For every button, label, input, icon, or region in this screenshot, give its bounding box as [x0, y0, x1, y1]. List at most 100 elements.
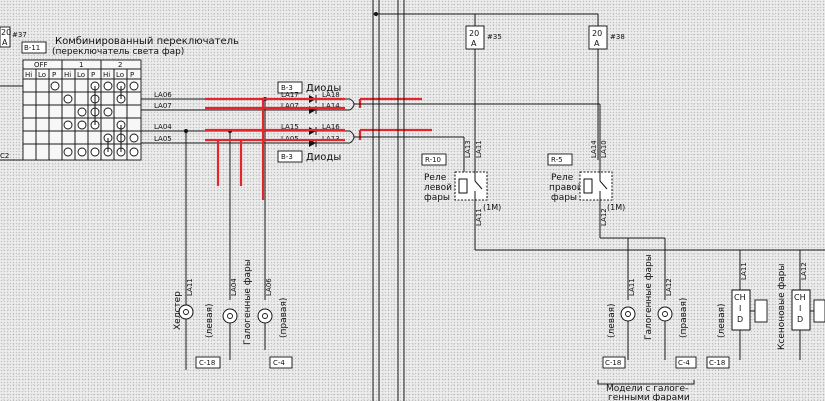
halogen-right-label: Галогенные фары: [644, 254, 654, 340]
lamp-left-3-connector: C-4: [273, 359, 285, 367]
bottom-note-2: генными фарами: [608, 393, 690, 401]
relay-left-connector-box: [421, 153, 447, 166]
relay-left-connector: R-10: [425, 156, 441, 164]
lamp-right-3-connector-box: [706, 356, 730, 369]
lamp-left-1: [178, 304, 194, 320]
relay-left-label-1: Реле: [424, 173, 447, 183]
lamp-left-3-label: (правая): [279, 298, 289, 338]
lamp-right-2-wire: LA12: [665, 278, 673, 296]
fuse-35-ref: #35: [487, 33, 502, 41]
lamp-left-2-wire: LA04: [230, 278, 238, 296]
left-fuse-ref: #37: [12, 31, 27, 39]
lamp-right-2: [657, 306, 673, 322]
switch-connector: B-11: [24, 44, 40, 52]
xenon-left-d: D: [737, 315, 743, 324]
switch-wire-la04: LA04: [154, 123, 172, 131]
fuse-38-rating-bottom: A: [594, 39, 600, 48]
diode-connector-bottom: B-3: [281, 153, 293, 161]
switch-side-label: C2: [0, 152, 9, 160]
switch-group-off: OFF: [34, 61, 48, 69]
lamp-left-2: [222, 308, 238, 324]
relay-left-symbol: [454, 171, 488, 201]
switch-connector-box: [21, 41, 47, 54]
bottom-note-1: Модели с галоге-: [606, 384, 688, 394]
relay-left-label-3: фары: [424, 193, 450, 203]
relay-left-wire-bottom: LA11: [475, 208, 483, 226]
switch-wire-la07: LA07: [154, 102, 172, 110]
diode-right-wire-1: LA18: [322, 91, 340, 99]
switch-col-hi-2: Hi: [64, 71, 71, 79]
xenon-label: Ксеноновые фары: [777, 264, 787, 351]
relay-right-wire-b: LA10: [600, 140, 608, 158]
switch-col-hi-1: Hi: [25, 71, 32, 79]
diode-left-wire-2: LA07: [281, 102, 299, 110]
relay-right-size: (1M): [607, 203, 625, 212]
relay-right-label-3: фары: [551, 193, 577, 203]
xenon-unit-right: [791, 289, 825, 331]
fuse-35-rating-bottom: A: [471, 39, 477, 48]
relay-right-connector: R-5: [551, 156, 563, 164]
lamp-left-3-wire: LA06: [265, 278, 273, 296]
fuse-38-rating-top: 20: [592, 29, 602, 38]
diode-left-wire-1: LA17: [281, 91, 299, 99]
xenon-unit-left: [731, 289, 768, 331]
switch-col-lo-3: Lo: [116, 71, 124, 79]
xenon-left-ch: CH: [734, 293, 746, 302]
lamp-right-1-connector: C-18: [605, 359, 621, 367]
xenon-right-i: I: [799, 304, 801, 313]
switch-col-hi-3: Hi: [103, 71, 110, 79]
relay-right-label-1: Реле: [551, 173, 574, 183]
switch-col-p-2: P: [91, 71, 95, 79]
lamp-right-3-wire: LA11: [740, 262, 748, 280]
red-annotation-overlay: [205, 97, 432, 200]
relay-left-label-2: левой: [424, 183, 452, 193]
diode-connector-top-box: [277, 81, 303, 94]
main-bus: [372, 0, 405, 401]
switch-group-2: 2: [118, 61, 122, 69]
switch-subtitle: (переключатель света фар): [52, 47, 184, 57]
lamp-right-2-label: (правая): [679, 298, 689, 338]
lamp-left-3-connector-box: [269, 356, 293, 369]
lamp-right-3-label: (левая): [717, 303, 727, 338]
diode-right-wire-2: LA14: [322, 102, 340, 110]
lamp-right-1-label: (левая): [607, 303, 617, 338]
xenon-right-ch: CH: [794, 293, 806, 302]
lamp-right-4-wire: LA12: [800, 262, 808, 280]
relay-right-symbol: [579, 171, 613, 201]
diodes-label-bottom: Диоды: [306, 152, 341, 163]
relay-left-size: (1M): [483, 203, 501, 212]
diodes-label-top: Диоды: [306, 83, 341, 94]
switch-col-lo-1: Lo: [38, 71, 46, 79]
lamp-right-1: [620, 306, 636, 322]
lamp-right-3-connector: C-18: [709, 359, 725, 367]
switch-col-lo-2: Lo: [77, 71, 85, 79]
xenon-left-i: I: [739, 304, 741, 313]
lamp-left-3: [257, 308, 273, 324]
lamp-left-1-wire: LA11: [186, 278, 194, 296]
switch-wire-la05: LA05: [154, 135, 172, 143]
fuse-38-ref: #38: [610, 33, 625, 41]
xenon-right-d: D: [797, 315, 803, 324]
relay-right-connector-box: [547, 153, 573, 166]
lamp-right-1-wire: LA11: [628, 278, 636, 296]
lamp-left-2-label: (левая): [205, 303, 215, 338]
lamp-left-1-connector: C-18: [199, 359, 215, 367]
relay-left-wire-b: LA11: [475, 140, 483, 158]
lamp-right-2-connector: C-4: [678, 359, 690, 367]
relay-right-wire-bottom: LA12: [600, 208, 608, 226]
bottom-note-brace: [597, 380, 695, 385]
lamp-right-2-connector-box: [675, 356, 697, 369]
relay-right-wire-a: LA14: [590, 140, 598, 158]
switch-col-p-1: P: [52, 71, 56, 79]
diode-left-wire-3: LA15: [281, 123, 299, 131]
left-fuse-rating-bottom: A: [2, 38, 8, 47]
lamp-left-1-label: Хелстер: [173, 291, 183, 330]
switch-group-1: 1: [79, 61, 83, 69]
halogen-left-label: Галогенные фары: [243, 259, 253, 345]
switch-contacts: [50, 81, 139, 157]
relay-left-wire-a: LA13: [464, 140, 472, 158]
switch-title: Комбинированный переключатель: [55, 36, 239, 47]
lamp-left-1-connector-box: [195, 356, 221, 369]
